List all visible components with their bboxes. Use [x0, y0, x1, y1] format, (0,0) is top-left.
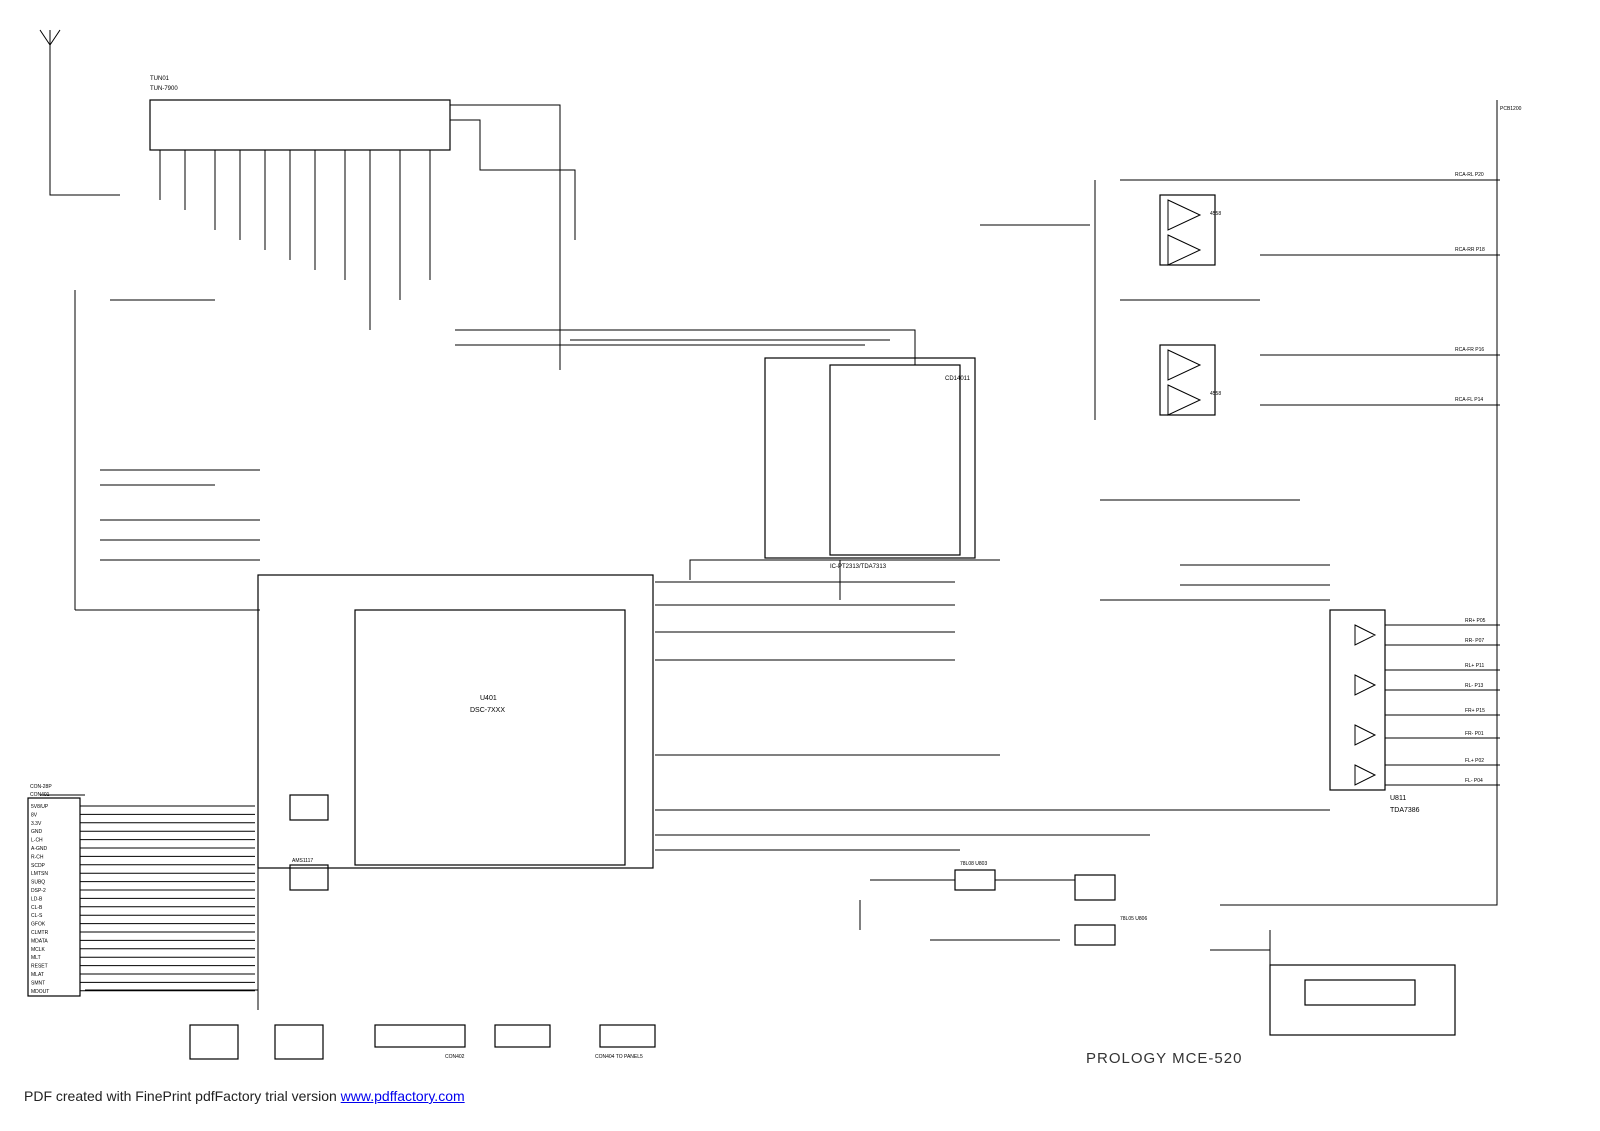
connector-pin-label: CLMTR [31, 930, 49, 936]
spk-out-1: RR+ P05 [1465, 618, 1486, 624]
connector-pin-label: MLAT [31, 972, 44, 978]
audio-processor: IC-PT2313/TDA7313 CD14011 [764, 357, 976, 570]
lcd-part: CD14011 [945, 376, 971, 382]
power-amp-part: TDA7386 [1390, 807, 1420, 814]
button-matrix [655, 581, 955, 661]
connector-ref: CON-28P [30, 784, 52, 790]
spk-out-8: FL- P04 [1465, 778, 1483, 784]
antenna-icon [39, 29, 120, 196]
connector-pin-label: SCDP [31, 863, 46, 869]
opamp-section: 4558 4558 [1159, 194, 1221, 416]
connector-pin-label: CL-B [31, 905, 43, 911]
mcu-ref: U401 [480, 695, 497, 702]
cd-connector: CON-28P CON401 5V8/UP 8V 3.3V GND L-CH A-GND R… [27, 784, 255, 997]
connector-pin-label: LMTSN [31, 871, 48, 877]
opamp2-part: 4558 [1210, 391, 1221, 397]
tuner-module: TUN01 TUN-7900 [149, 76, 576, 370]
connector-pin-label: MCLK [31, 947, 46, 953]
power-amp-ref: U811 [1390, 795, 1406, 802]
panel-connectors: CON402 CON404 TO PANEL5 [374, 1024, 656, 1060]
spk-out-5: FR+ P15 [1465, 708, 1485, 714]
speaker-outputs: RR+ P05 RR- P07 RL+ P11 RL- P13 FR+ P15 … [1220, 100, 1500, 906]
connector-pin-label: GFOK [31, 922, 46, 928]
connector-pin-label: GND [31, 829, 43, 835]
mcu-part: DSC-7XXX [470, 707, 505, 714]
connector-pin-label: CL-S [31, 913, 43, 919]
tuner-part: TUN-7900 [150, 86, 178, 92]
reg-1: 78L08 U803 [960, 861, 987, 867]
spk-out-3: RL+ P11 [1465, 663, 1484, 669]
rca-out-2: RCA-RR P18 [1455, 247, 1485, 253]
footer-link[interactable]: www.pdffactory.com [340, 1088, 465, 1104]
connector-pin-label: SMNT [31, 980, 45, 986]
audio-ic-part: IC-PT2313/TDA7313 [830, 564, 887, 570]
rca-out-1: RCA-RL P20 [1455, 172, 1484, 178]
panel-2: CON404 TO PANEL5 [595, 1054, 643, 1060]
corner-label: PCB1200 [1500, 106, 1522, 112]
main-mcu: U401 DSC-7XXX [257, 574, 654, 869]
connector-pin-label: SUBQ [31, 880, 45, 886]
rca-out-4: RCA-FL P14 [1455, 397, 1483, 403]
connector-pin-label: 5V8/UP [31, 804, 49, 810]
led-blocks [189, 964, 1456, 1060]
panel-1: CON402 [445, 1054, 465, 1060]
connector-pin-label: 8V [31, 812, 38, 818]
reg-2: 78L05 U806 [1120, 916, 1147, 922]
connector-pin-label: RESET [31, 964, 48, 970]
connector-sub: CON401 [30, 792, 50, 798]
spk-out-4: RL- P13 [1465, 683, 1484, 689]
connector-pin-label: DSP-2 [31, 888, 46, 894]
footer: PDF created with FinePrint pdfFactory tr… [24, 1088, 465, 1104]
rca-outputs: RCA-RL P20 RCA-RR P18 RCA-FR P16 RCA-FL … [1260, 106, 1522, 406]
connector-pin-label: L-CH [31, 838, 43, 844]
connector-pin-label: LD-B [31, 896, 43, 902]
spk-out-2: RR- P07 [1465, 638, 1484, 644]
reg-3: AMS1117 [292, 858, 313, 864]
connector-pin-label: MDOUT [31, 989, 49, 995]
spk-out-7: FL+ P02 [1465, 758, 1484, 764]
wiring [40, 179, 1330, 1010]
spk-out-6: FR- P01 [1465, 731, 1484, 737]
regulator-section: 78L08 U803 78L05 U806 AMS1117 [289, 794, 1147, 946]
rca-out-3: RCA-FR P16 [1455, 347, 1484, 353]
connector-pin-label: 3.3V [31, 821, 42, 827]
power-amp: U811 TDA7386 [1329, 609, 1420, 814]
connector-pin-label: MLT [31, 955, 41, 961]
tuner-ref: TUN01 [150, 76, 170, 82]
model-label: PROLOGY MCE-520 [1086, 1050, 1243, 1067]
connector-pin-label: R-CH [31, 854, 44, 860]
connector-pin-label: A-GND [31, 846, 48, 852]
footer-text: PDF created with FinePrint pdfFactory tr… [24, 1088, 337, 1104]
connector-pins: 5V8/UP 8V 3.3V GND L-CH A-GND R-CH SCDP LMTSN SUB… [31, 804, 255, 995]
opamp1-part: 4558 [1210, 211, 1221, 217]
connector-pin-label: MDATA [31, 938, 48, 944]
